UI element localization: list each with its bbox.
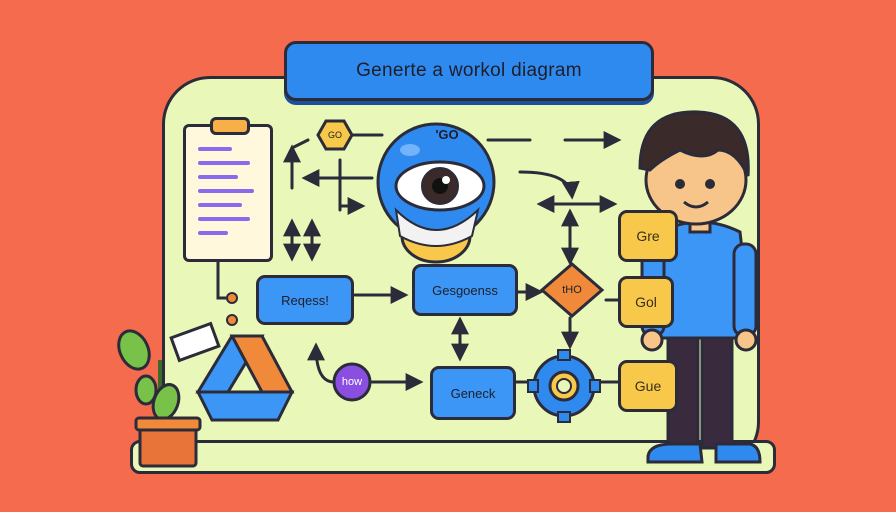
node-how: how [341, 376, 363, 388]
arrow-curve-down [518, 170, 580, 200]
node-genenck: Geneck [430, 366, 516, 420]
connector-dot-2 [226, 314, 238, 326]
plant-icon [117, 329, 202, 468]
diagram-title: Generte a workol diagram [356, 60, 582, 81]
node-request: Reqess! [256, 275, 354, 325]
connector-dot-1 [226, 292, 238, 304]
drive-logo-icon [169, 321, 295, 422]
document-icon [183, 117, 273, 262]
doc-line [198, 161, 250, 165]
gear-icon [527, 349, 601, 423]
eye-icon [376, 122, 496, 264]
node-tho: tHO [562, 284, 582, 296]
arrow-request-how [307, 342, 336, 384]
hexagon-label: GO [327, 130, 342, 140]
clipboard-clip [210, 117, 250, 135]
doc-line [198, 147, 232, 151]
eye-label: 'GO [435, 126, 459, 142]
node-right-1: Gre [618, 210, 678, 262]
connector-doc-request [216, 256, 230, 300]
doc-line [198, 217, 250, 221]
doc-line [198, 203, 242, 207]
node-right-2: Gol [618, 276, 674, 328]
doc-line [198, 189, 254, 193]
node-right-3: Gue [618, 360, 678, 412]
arrow-bracket [310, 158, 362, 210]
doc-line [198, 175, 238, 179]
diagram-title-bar: Generte a workol diagram [284, 41, 654, 101]
how-circle [332, 362, 372, 402]
diamond-icon [539, 262, 605, 318]
doc-line [198, 231, 228, 235]
node-gesgoenss: Gesgoenss [412, 264, 518, 316]
connector-left-top [290, 138, 310, 150]
hexagon-icon [316, 119, 354, 151]
